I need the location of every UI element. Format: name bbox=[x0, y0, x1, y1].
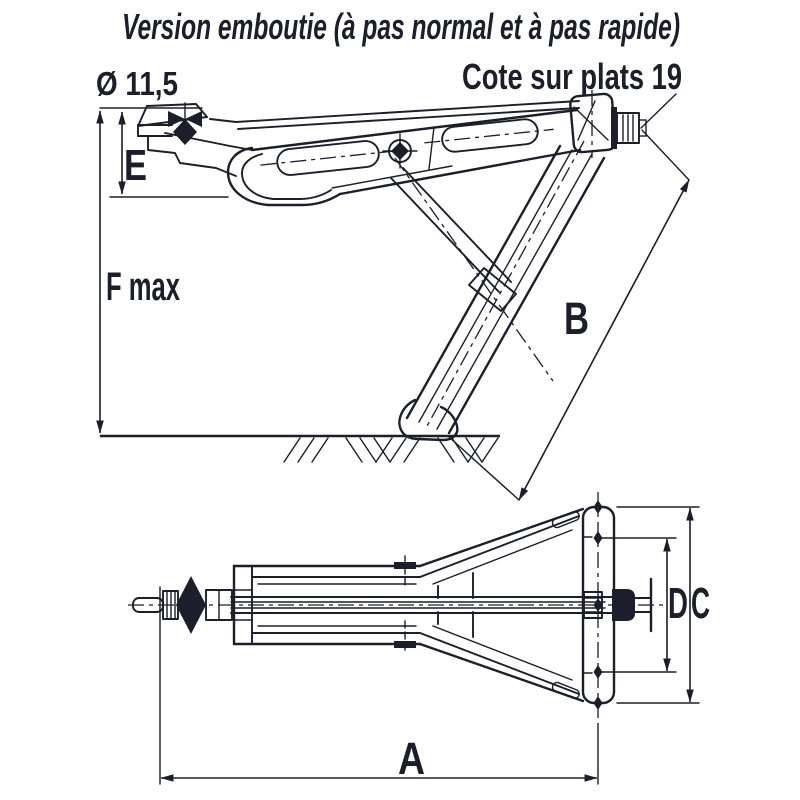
b-extension-bottom bbox=[448, 436, 520, 501]
cote-leader-line bbox=[640, 93, 677, 129]
arm-top-edge-1 bbox=[209, 100, 580, 123]
side-view: Ø 11,5 E F max Cote sur plats 19 B bbox=[96, 56, 690, 501]
pin-bowtie-right bbox=[185, 111, 202, 127]
arm-seam-line bbox=[428, 126, 435, 170]
slot-2-centerline bbox=[424, 128, 554, 144]
label-outer-width-c: C bbox=[691, 579, 710, 628]
arm-body-top-edge bbox=[250, 108, 579, 152]
label-pin-diameter: Ø 11,5 bbox=[96, 65, 178, 102]
yoke-slot-upper bbox=[551, 510, 580, 529]
dim-line-b bbox=[518, 179, 690, 501]
yoke-arm-upper-mid bbox=[419, 515, 580, 578]
arm-flange-line bbox=[331, 165, 453, 189]
clevis-upper-edge bbox=[164, 132, 253, 151]
travelling-block bbox=[468, 267, 517, 312]
label-height-e: E bbox=[124, 141, 147, 190]
yoke-arm-upper-inner bbox=[432, 529, 573, 585]
ground-hatching bbox=[283, 437, 499, 463]
leg-inner-line-2 bbox=[436, 153, 593, 430]
arm-pivot-hole bbox=[382, 133, 418, 169]
end-plate bbox=[581, 492, 653, 785]
housing-cross-1 bbox=[573, 106, 609, 141]
label-f-max: F max bbox=[106, 265, 180, 309]
leg bbox=[398, 140, 606, 442]
foot bbox=[398, 398, 459, 442]
thrust-washer bbox=[611, 107, 617, 149]
yoke-arm-lower-mid bbox=[419, 632, 580, 695]
label-cote-sur-plats: Cote sur plats 19 bbox=[462, 56, 682, 97]
yoke-arm-lower-inner bbox=[432, 625, 573, 681]
leg-inner-line-1 bbox=[418, 149, 573, 423]
ground bbox=[100, 434, 500, 463]
cross-tube bbox=[232, 555, 422, 655]
clamp-tab-top bbox=[394, 562, 416, 569]
slot-1-outline bbox=[276, 140, 380, 176]
screw-spindle bbox=[390, 157, 554, 382]
spindle-stub bbox=[638, 119, 647, 137]
slot-1-centerline bbox=[260, 150, 398, 166]
arm-slot-2 bbox=[424, 118, 554, 153]
yoke-slot-lower bbox=[551, 681, 580, 700]
yoke bbox=[418, 507, 585, 703]
housing-outline bbox=[569, 92, 617, 154]
hub-black bbox=[612, 589, 635, 621]
label-overall-length-a: A bbox=[398, 733, 425, 784]
arm-top-edge-2 bbox=[237, 107, 580, 130]
plan-view: A D C bbox=[128, 492, 710, 785]
gear-housing bbox=[569, 90, 647, 158]
mount-bracket bbox=[137, 103, 208, 127]
threaded-rod bbox=[230, 596, 613, 614]
side-view-dimensions: Ø 11,5 E F max Cote sur plats 19 B bbox=[96, 56, 690, 501]
label-leg-length-b: B bbox=[564, 293, 589, 344]
spindle-edge-bottom bbox=[390, 177, 500, 293]
b-extension-top bbox=[641, 129, 690, 181]
head-assembly bbox=[137, 102, 253, 177]
upper-arm bbox=[209, 100, 582, 207]
spindle-centerline bbox=[394, 157, 554, 382]
page-title: Version emboutie (à pas normal et à pas … bbox=[122, 6, 680, 47]
crank-end bbox=[132, 576, 233, 634]
plan-view-dimensions: A D C bbox=[159, 506, 710, 785]
arm-pivot-lobe-inner bbox=[241, 153, 332, 200]
leg-edge-right bbox=[447, 156, 606, 435]
arm-slot-1 bbox=[260, 140, 398, 176]
arm-pivot-lobe-outer bbox=[226, 146, 342, 207]
centerline-diamond-marks bbox=[593, 500, 603, 710]
pin-bowtie-left bbox=[168, 111, 185, 127]
arm-body-bottom-edge bbox=[338, 148, 582, 196]
spindle-edge-top bbox=[402, 167, 512, 283]
housing-cross-2 bbox=[577, 100, 596, 141]
label-inner-width-d: D bbox=[668, 579, 688, 628]
clevis-lower-edge bbox=[147, 135, 237, 177]
bevel-gear-diamond bbox=[176, 576, 206, 634]
